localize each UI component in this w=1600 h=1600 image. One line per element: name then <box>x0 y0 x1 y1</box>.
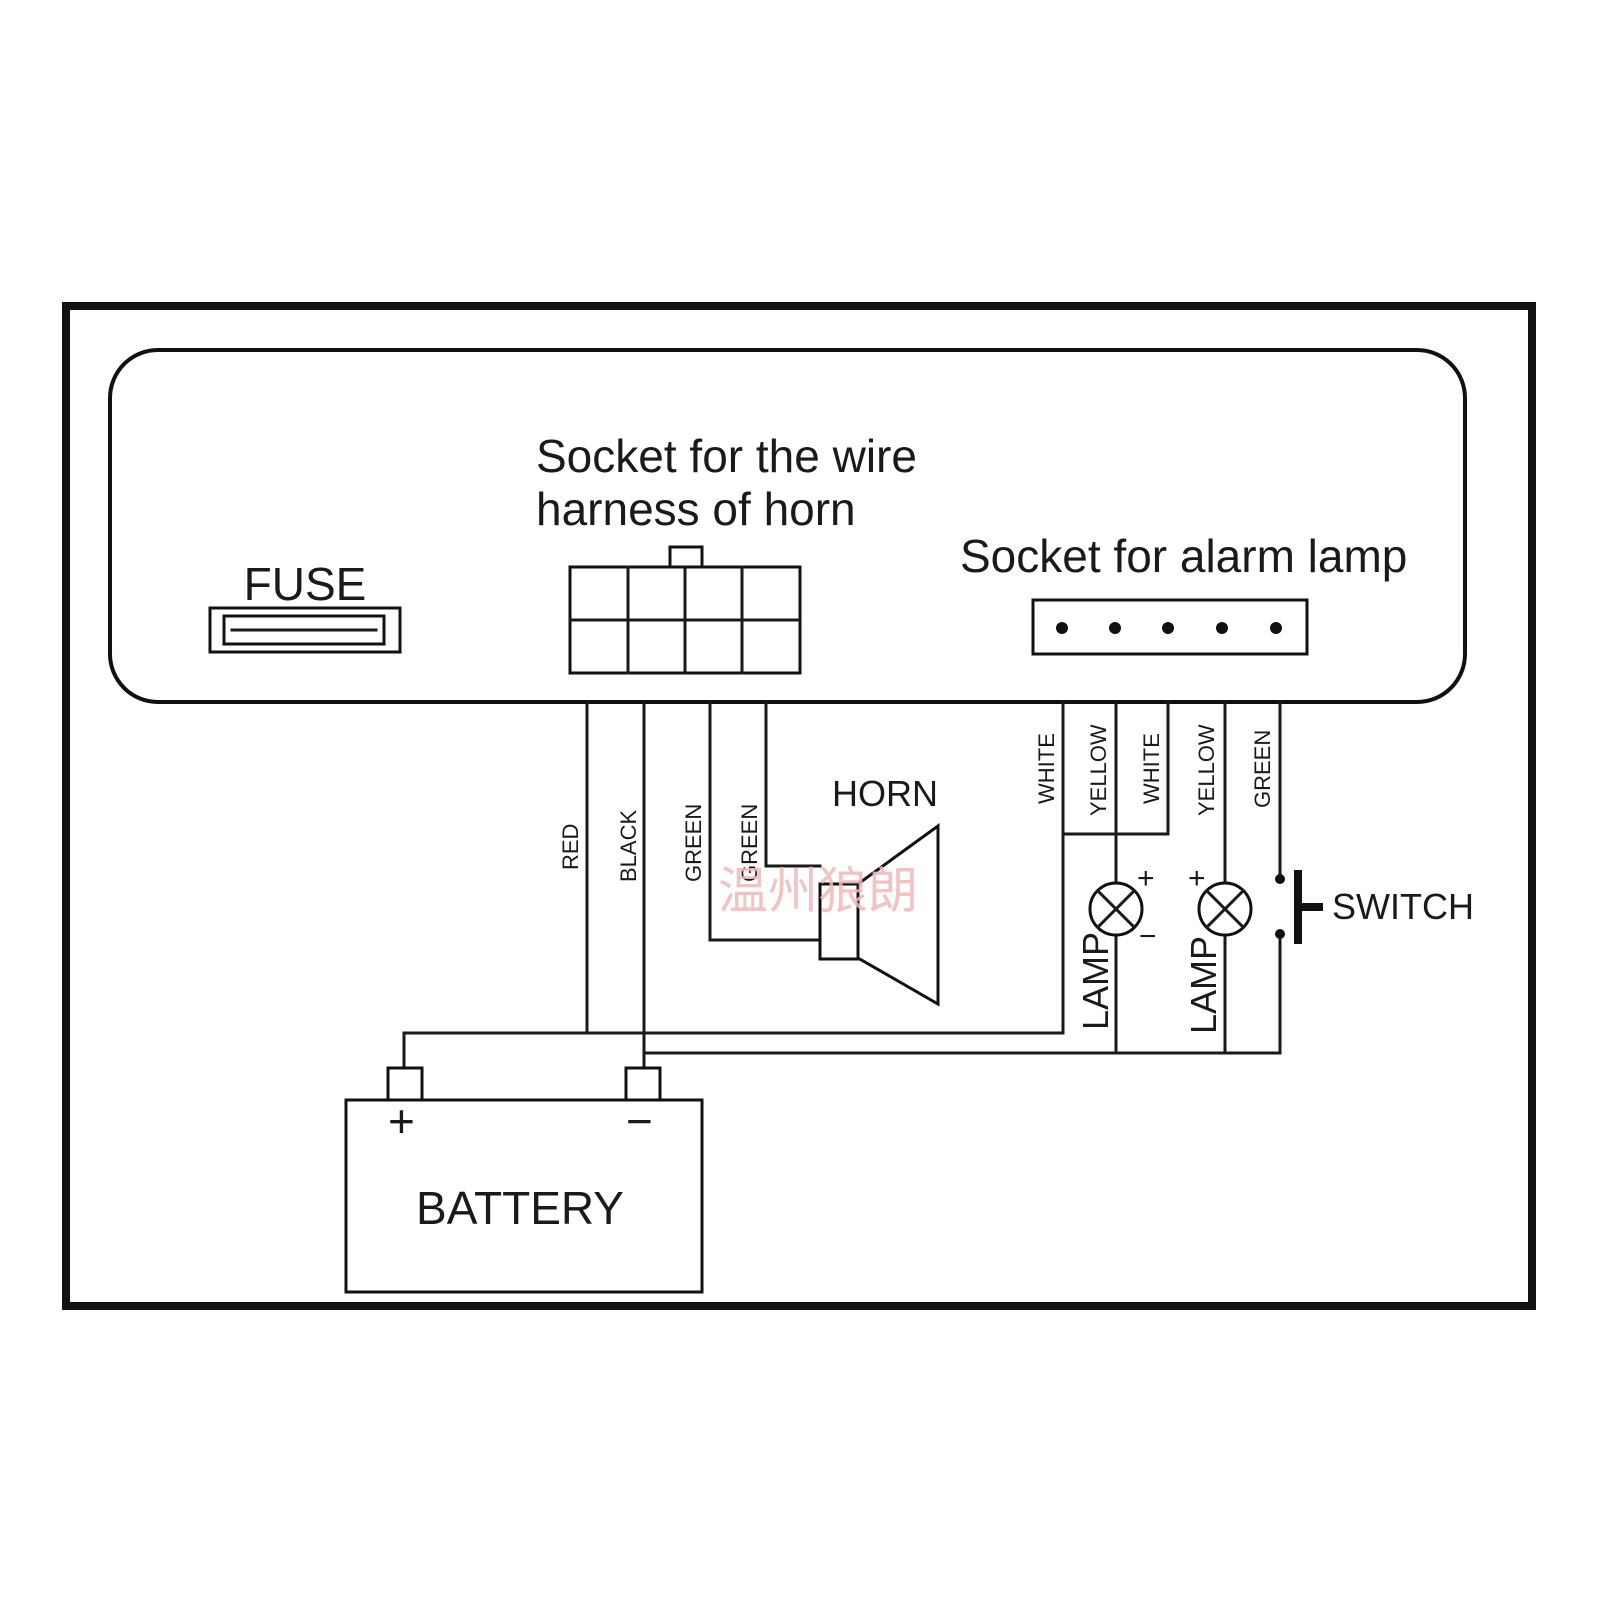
lamp-2-label: LAMP <box>1183 936 1224 1034</box>
switch-label: SWITCH <box>1332 886 1474 927</box>
horn-socket-label-line1: Socket for the wire <box>536 430 917 482</box>
wire-label-black: BLACK <box>616 810 641 882</box>
lamp-1-minus: − <box>1139 920 1157 953</box>
horn <box>818 823 940 1007</box>
lamp-2-plus: + <box>1188 862 1206 895</box>
fuse <box>208 606 402 654</box>
horn-socket <box>568 545 802 675</box>
watermark: 温州狼朗 <box>718 862 918 920</box>
wire-label-green-2: GREEN <box>737 804 762 882</box>
horn-socket-label-line2: harness of horn <box>536 483 856 535</box>
outer-frame <box>62 302 1536 1310</box>
wire-label-green-1: GREEN <box>681 804 706 882</box>
battery <box>344 1066 704 1294</box>
alarm-lamp-socket <box>1031 598 1309 656</box>
battery-label: BATTERY <box>416 1182 624 1234</box>
lamp-2 <box>1197 881 1253 937</box>
wire-label-yellow-1: YELLOW <box>1086 724 1111 816</box>
fuse-label: FUSE <box>244 558 367 610</box>
switch <box>1275 870 1323 944</box>
alarm-socket-label: Socket for alarm lamp <box>960 530 1407 582</box>
wire-label-white-1: WHITE <box>1034 733 1059 804</box>
horn-label: HORN <box>832 773 938 814</box>
wire-label-green-3: GREEN <box>1250 730 1275 808</box>
lamp-1-plus: + <box>1137 862 1155 895</box>
wire-label-yellow-2: YELLOW <box>1194 724 1219 816</box>
battery-plus: + <box>388 1095 415 1147</box>
wire-label-white-2: WHITE <box>1139 733 1164 804</box>
wire-label-red: RED <box>558 824 583 870</box>
lamp-1 <box>1088 881 1144 937</box>
wires <box>402 700 1282 1070</box>
lamp-1-label: LAMP <box>1075 932 1116 1030</box>
battery-minus: − <box>626 1095 653 1147</box>
